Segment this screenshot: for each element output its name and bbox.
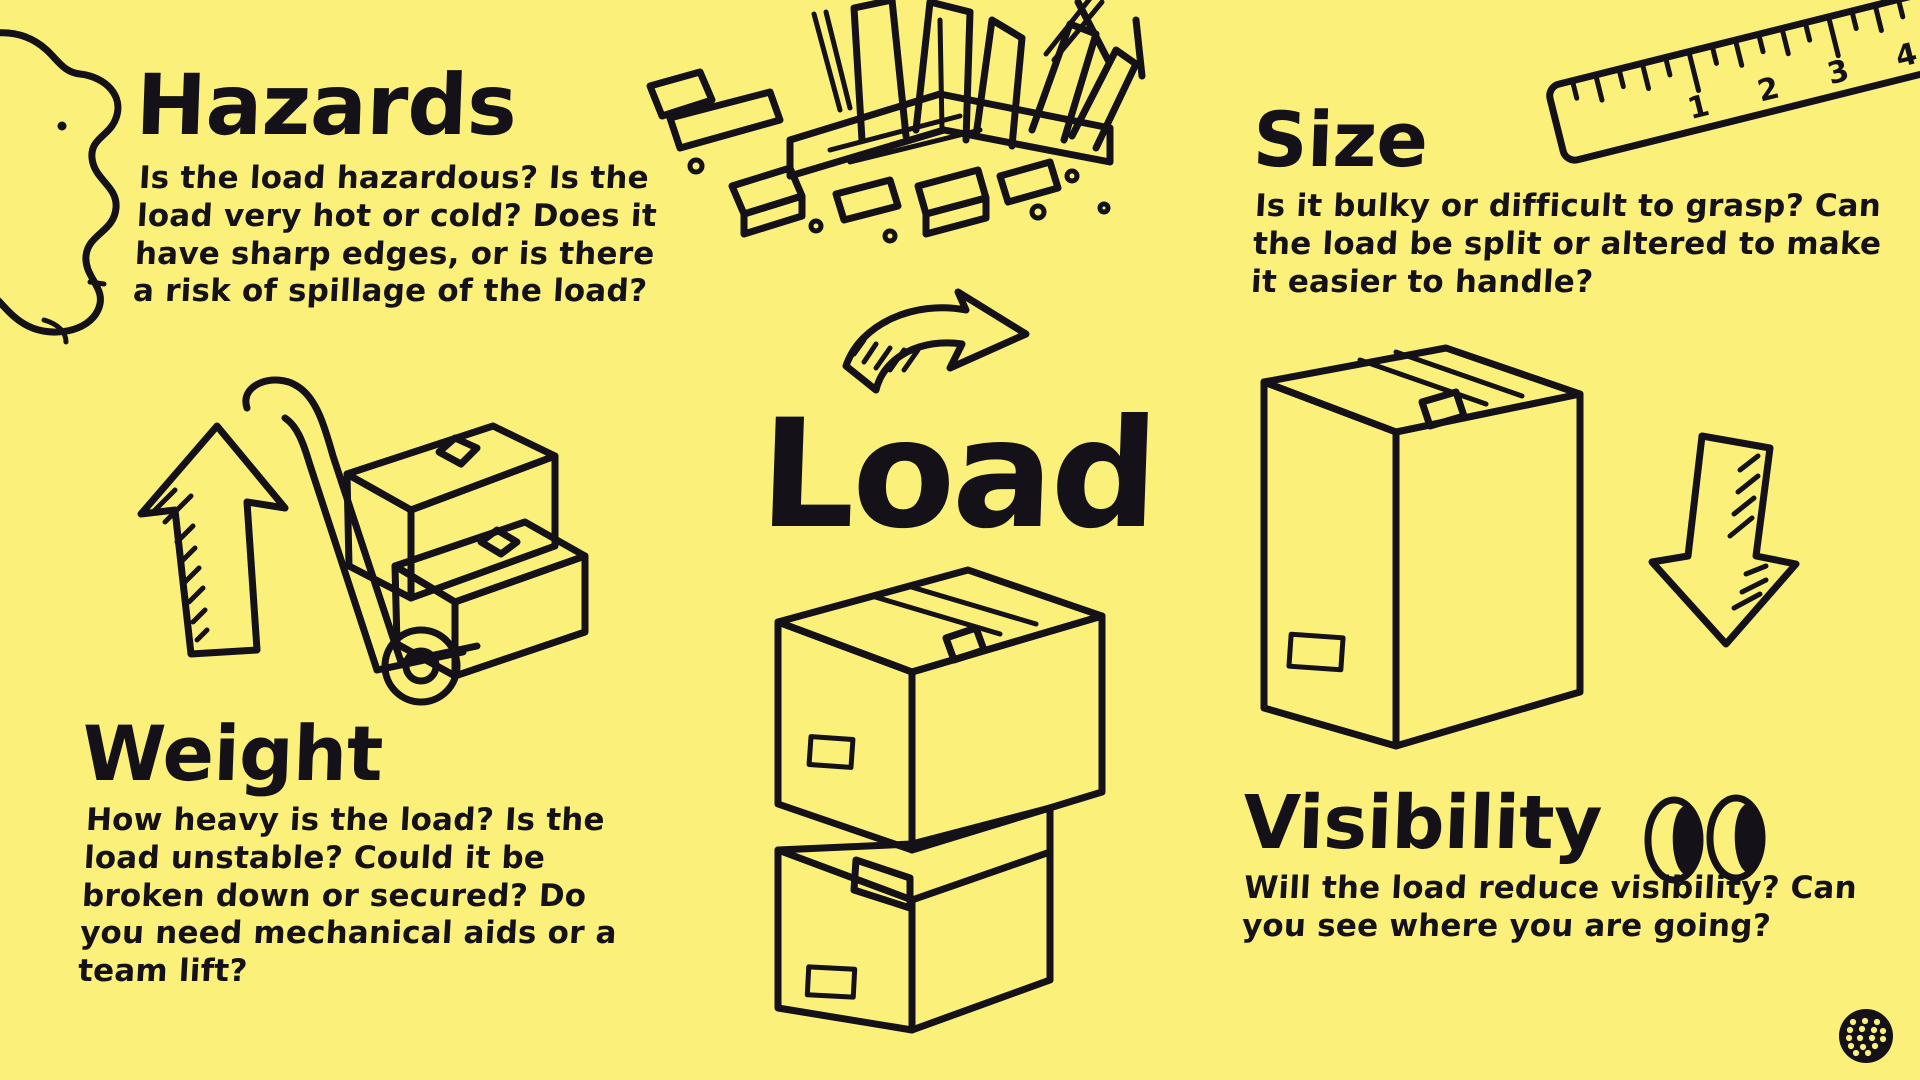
size-heading: Size: [1251, 95, 1430, 184]
down-arrow-icon: [1630, 430, 1810, 660]
visibility-body: Will the load reduce visibility? Can you…: [1241, 870, 1858, 945]
section-size: Size Is it bulky or difficult to grasp? …: [1250, 95, 1920, 302]
ruler-mark-4: 4: [1892, 36, 1920, 75]
section-hazards: Hazards Is the load hazardous? Is the lo…: [132, 56, 716, 311]
stacked-boxes-icon: [760, 560, 1120, 1060]
weight-heading: Weight: [80, 709, 385, 798]
timber-pile-icon: [640, 0, 1180, 270]
center-title: Load: [756, 388, 1159, 562]
visibility-heading: Visibility: [1241, 780, 1603, 866]
up-arrow-icon: [135, 420, 305, 660]
hand-trolley-icon: [225, 370, 645, 706]
section-weight: Weight How heavy is the load? Is the loa…: [77, 709, 682, 991]
section-visibility: Visibility Will the load reduce visibili…: [1241, 780, 1920, 946]
ruler-mark-3: 3: [1824, 53, 1853, 92]
tall-box-icon: [1250, 340, 1610, 770]
dot-grid-logo: [1838, 1008, 1894, 1064]
weight-body: How heavy is the load? Is the load unsta…: [77, 802, 618, 990]
hazards-body: Is the load hazardous? Is the load very …: [132, 159, 658, 310]
hazards-heading: Hazards: [134, 56, 519, 154]
size-body: Is it bulky or difficult to grasp? Can t…: [1250, 188, 1883, 300]
